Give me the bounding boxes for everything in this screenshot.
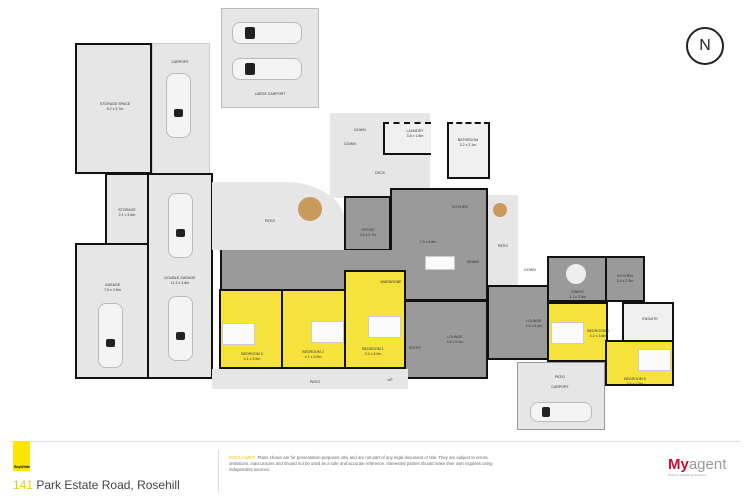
bedroom-1-label: BEDROOM 1 3.2 x 3.9m: [362, 347, 384, 356]
car-icon: [98, 303, 123, 368]
carport-bottom-label: CARPORT: [551, 385, 569, 389]
laundry: [383, 122, 431, 155]
table-icon: [566, 264, 586, 284]
table-icon: [493, 203, 507, 217]
wardrobe-label: WARDROBE: [380, 280, 402, 284]
office: [344, 196, 391, 251]
ensuite-label: ENSUITE: [642, 317, 658, 321]
entry-label: ENTRY: [408, 346, 422, 350]
lounge: [404, 300, 488, 379]
patio-bottom-label: PATIO: [309, 380, 321, 384]
garage-label: GARAGE 7.5 x 3.5m: [104, 283, 121, 292]
down-label: DOWN: [524, 268, 536, 272]
lounge-label: LOUNGE 4.6 x 5.1m: [446, 335, 464, 344]
down-label: DOWN: [354, 128, 366, 132]
myagent-logo: Myagent Property Marketing Solutions: [668, 456, 727, 477]
bed-icon: [222, 323, 255, 345]
bedroom-4-label: BEDROOM 4 4.2 x 3.8m: [587, 329, 609, 338]
kitchen-2: [605, 256, 645, 302]
carport-top-label: CARPORT: [171, 60, 189, 64]
car-icon: [232, 22, 302, 44]
patio-bottom: [212, 369, 408, 389]
dining-2-label: DINING 3.1 x 3.8m: [569, 290, 586, 299]
double-garage-label: DOUBLE GARAGE 11.3 x 3.8m: [164, 276, 196, 285]
patio-top: [212, 182, 345, 250]
disclaimer: DISCLAIMER: Plans shown are for presenta…: [229, 455, 493, 472]
north-compass: N: [686, 27, 724, 65]
bedroom-2-label: BEDROOM 2 4.1 x 3.9m: [302, 350, 324, 359]
deck-label: DECK: [375, 171, 385, 175]
ensuite: [622, 302, 674, 342]
bed-icon: [311, 321, 344, 343]
car-icon: [168, 193, 193, 258]
patio-top-label: PATIO: [264, 219, 276, 223]
kitchen-2-label: KITCHEN 3.4 x 2.3m: [616, 274, 634, 283]
up-label: UP: [387, 378, 393, 382]
north-letter: N: [699, 37, 711, 54]
storage-space-label: STORAGE SPACE 5.2 x 3.7m: [99, 102, 131, 111]
bedroom-5-label: BEDROOM 5 3.6 x 2.5m: [624, 377, 646, 386]
kitchen-label: KITCHEN: [452, 205, 468, 209]
laundry-label: LAUNDRY 3.8 x 1.8m: [406, 129, 424, 138]
vertical-divider: [218, 450, 219, 492]
office-label: OFFICE 3.6 x 2.7m: [359, 228, 377, 237]
bathroom: [447, 122, 490, 179]
footer-divider: [10, 441, 740, 442]
down-label: DOWN: [344, 142, 356, 146]
kitchen-dims-label: 7.0 x 5.8m: [419, 240, 437, 244]
bed-icon: [368, 316, 401, 338]
car-icon: [166, 73, 191, 138]
kitchen-dining: [390, 188, 488, 301]
lounge-2-label: LOUNGE 4.4 x 5.4m: [525, 319, 543, 328]
car-icon: [530, 402, 592, 422]
bedroom-3-label: BEDROOM 3 4.1 x 3.9m: [241, 352, 263, 361]
patio-carport-label: PATIO: [554, 375, 566, 379]
patio-right-label: PATIO: [497, 244, 509, 248]
raywhite-logo: RayWhite: [13, 441, 30, 471]
large-carport-label: LARGE CARPORT: [254, 92, 286, 96]
storage-space: [75, 43, 152, 174]
bed-icon: [551, 322, 584, 344]
table-icon: [298, 197, 322, 221]
dining-table-icon: [425, 256, 455, 270]
storage-label: STORAGE 2.1 x 3.8m: [118, 208, 136, 217]
bed-icon: [638, 349, 671, 371]
car-icon: [232, 58, 302, 80]
dining-label: DINING: [466, 260, 480, 264]
property-address: 141 Park Estate Road, Rosehill: [13, 478, 180, 492]
car-icon: [168, 296, 193, 361]
bathroom-label: BATHROOM 3.2 x 2.1m: [457, 138, 479, 147]
